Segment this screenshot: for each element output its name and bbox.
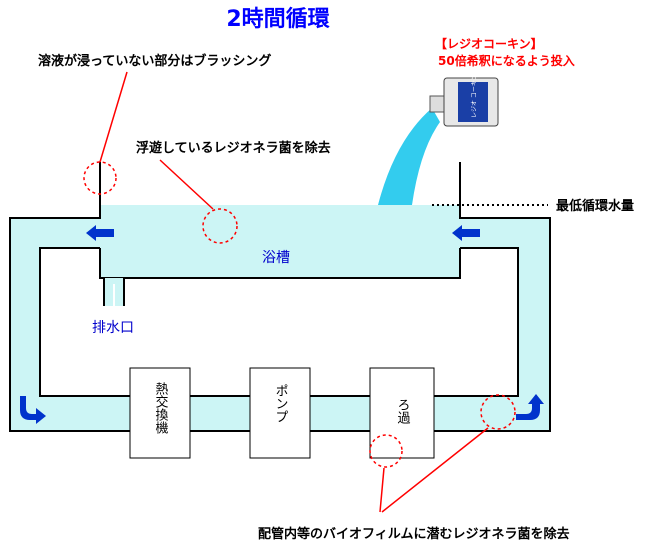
drain-label: 排水口	[92, 320, 134, 336]
callouts	[83, 71, 516, 513]
bottle-label: レジオ コーキン	[471, 74, 478, 118]
heat-exchanger-label: 熱交換機	[153, 382, 169, 434]
min-level-label: 最低循環水量	[556, 198, 634, 214]
flow-arrow-bottom-left	[20, 396, 46, 424]
flow-arrow-right	[452, 225, 480, 241]
flow-arrow-left	[86, 225, 114, 241]
brushing-note: 溶液が浸っていない部分はブラッシング	[38, 53, 271, 69]
callout-circle-filter	[369, 434, 403, 468]
drain-pipe	[103, 278, 125, 306]
callout-line-filter	[379, 467, 385, 513]
heat-exchanger-box	[129, 367, 191, 459]
callout-line-brushing	[99, 71, 128, 163]
callout-line-floating	[159, 159, 214, 210]
callout-circle-floating	[202, 208, 238, 244]
callout-circle-pipe	[480, 394, 516, 430]
bottle-icon	[429, 77, 499, 127]
pump-box	[249, 367, 311, 459]
product-name: 【レジオコーキン】	[435, 36, 543, 51]
diagram-title: 2時間循環	[226, 6, 330, 32]
biofilm-note: 配管内等のバイオフィルムに潜むレジオネラ菌を除去	[258, 526, 569, 542]
pour-stream	[378, 108, 440, 205]
bath-label: 浴槽	[262, 250, 290, 266]
flow-arrows	[20, 225, 544, 424]
filter-box	[369, 367, 435, 459]
callout-line-pipe	[381, 427, 489, 513]
flow-arrow-bottom-right	[516, 394, 544, 420]
filter-label: ろ過	[395, 398, 411, 425]
floating-note: 浮遊しているレジオネラ菌を除去	[136, 140, 331, 156]
product-instruction: 50倍希釈になるよう投入	[438, 53, 575, 68]
pump-label: ポンプ	[273, 384, 288, 423]
